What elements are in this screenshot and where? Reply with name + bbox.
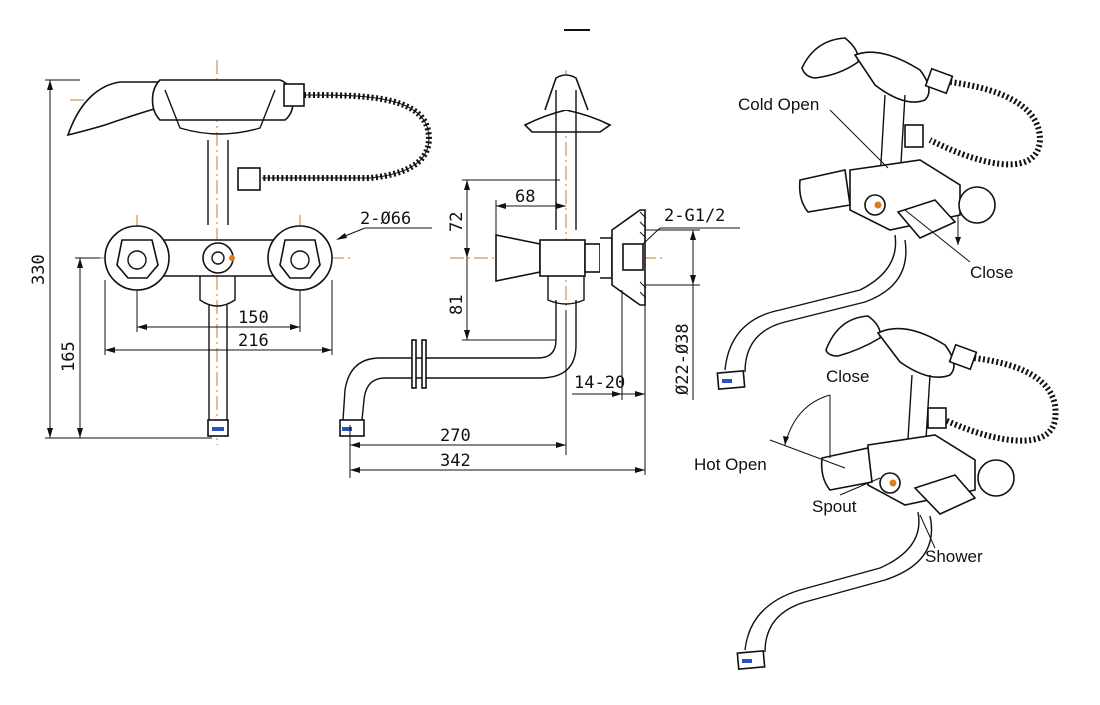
dim-342: 342 bbox=[440, 451, 471, 471]
hand-shower-side bbox=[523, 109, 612, 133]
perspective-view-top: Cold Open Close bbox=[716, 37, 1044, 390]
dim-165: 165 bbox=[59, 341, 79, 372]
label-cold-open: Cold Open bbox=[738, 95, 819, 114]
label-spout: Spout bbox=[812, 497, 857, 516]
mixer-body-side bbox=[539, 239, 586, 277]
dim-150: 150 bbox=[238, 308, 269, 328]
dim-2-phi-66: 2-Ø66 bbox=[360, 209, 411, 229]
hose-connector bbox=[237, 167, 261, 191]
diverter-knob bbox=[202, 242, 234, 274]
dim-2-g1-2: 2-G1/2 bbox=[664, 206, 725, 226]
label-hot-open: Hot Open bbox=[694, 455, 767, 474]
dim-330: 330 bbox=[29, 254, 49, 285]
perspective-view-bottom: Close Hot Open Spout Shower bbox=[694, 315, 1059, 670]
side-view: 72 81 68 2-G1/2 Ø22-Ø38 14-20 270 bbox=[339, 70, 740, 478]
dim-14-20: 14-20 bbox=[574, 373, 625, 393]
dim-72: 72 bbox=[447, 212, 467, 232]
dim-81: 81 bbox=[447, 295, 467, 315]
label-close-top: Close bbox=[970, 263, 1013, 282]
handle-side bbox=[495, 234, 541, 282]
spout-side bbox=[342, 300, 577, 421]
hand-shower-front bbox=[66, 79, 305, 137]
dim-68: 68 bbox=[515, 187, 535, 207]
dim-216: 216 bbox=[238, 331, 269, 351]
label-close-bottom: Close bbox=[826, 367, 869, 386]
label-shower: Shower bbox=[925, 547, 983, 566]
dim-270: 270 bbox=[440, 426, 471, 446]
front-view: 330 165 150 216 2-Ø66 bbox=[29, 60, 432, 445]
dim-phi-22-38: Ø22-Ø38 bbox=[673, 323, 693, 395]
